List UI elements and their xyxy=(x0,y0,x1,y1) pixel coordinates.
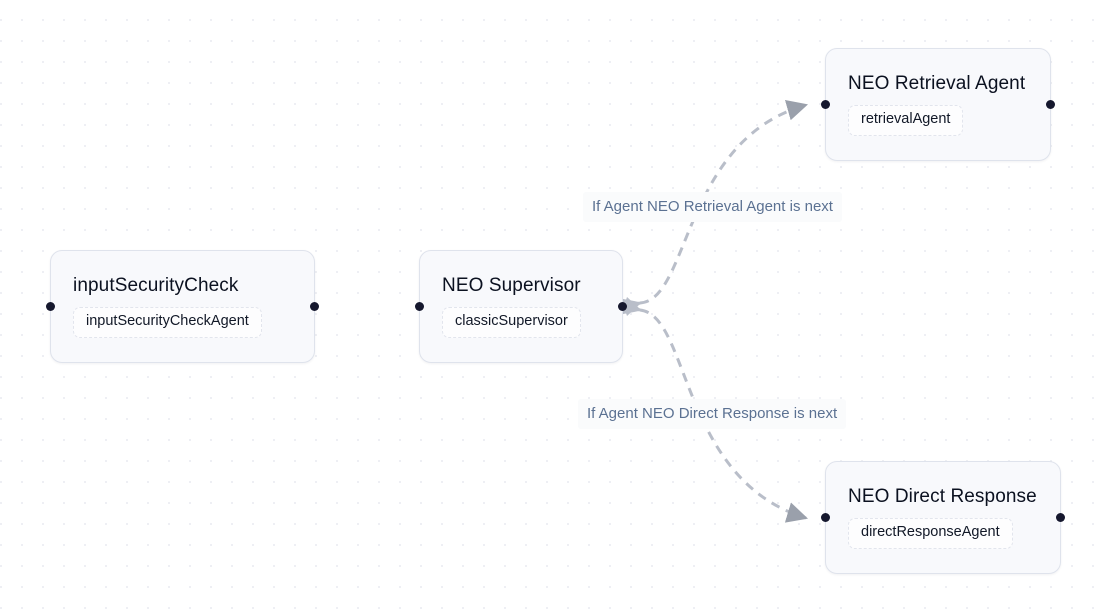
handle-source-right[interactable] xyxy=(618,302,627,311)
node-agent-badge: retrievalAgent xyxy=(848,105,964,137)
node-title: NEO Retrieval Agent xyxy=(848,72,1026,94)
node-title: inputSecurityCheck xyxy=(73,274,239,296)
handle-source-right[interactable] xyxy=(310,302,319,311)
handle-source-right[interactable] xyxy=(1046,100,1055,109)
handle-source-right[interactable] xyxy=(1056,513,1065,522)
node-agent-badge: directResponseAgent xyxy=(848,518,1013,550)
edge-label-direct-response[interactable]: If Agent NEO Direct Response is next xyxy=(578,399,847,429)
node-agent-badge: inputSecurityCheckAgent xyxy=(73,307,262,339)
handle-target-left[interactable] xyxy=(821,100,830,109)
node-neo-retrieval-agent[interactable]: NEO Retrieval Agent retrievalAgent xyxy=(821,48,1055,161)
node-title: NEO Direct Response xyxy=(848,485,1037,507)
node-input-security-check[interactable]: inputSecurityCheck inputSecurityCheckAge… xyxy=(46,250,319,363)
handle-target-left[interactable] xyxy=(821,513,830,522)
node-agent-badge: classicSupervisor xyxy=(442,307,581,339)
node-neo-direct-response[interactable]: NEO Direct Response directResponseAgent xyxy=(821,461,1065,574)
handle-target-left[interactable] xyxy=(46,302,55,311)
handle-target-left[interactable] xyxy=(415,302,424,311)
edge-label-retrieval[interactable]: If Agent NEO Retrieval Agent is next xyxy=(583,192,842,222)
node-neo-supervisor[interactable]: NEO Supervisor classicSupervisor xyxy=(415,250,627,363)
node-title: NEO Supervisor xyxy=(442,274,581,296)
